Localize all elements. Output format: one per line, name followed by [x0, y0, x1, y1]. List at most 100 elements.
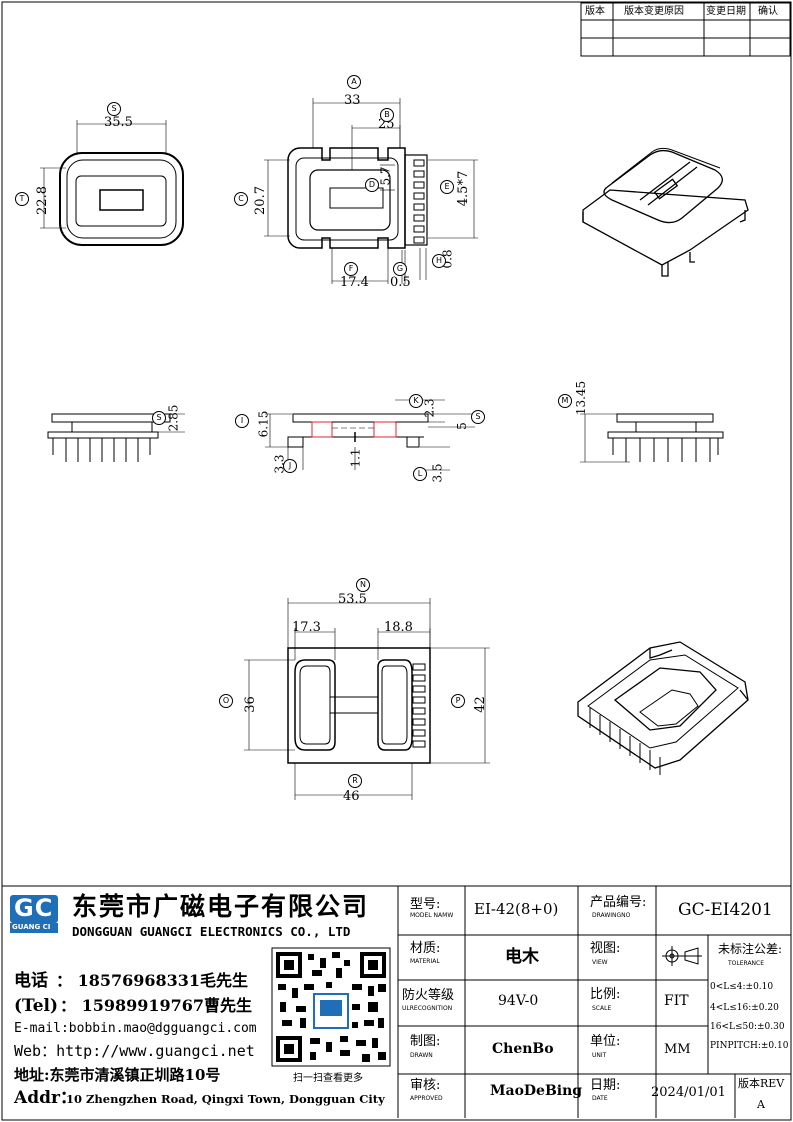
- callout-t: T: [15, 192, 29, 206]
- dim-side-s2: 5: [454, 422, 469, 430]
- dim-left-width: 17.3: [292, 620, 321, 635]
- date-label: 日期:: [590, 1078, 621, 1093]
- callout-d: D: [365, 178, 379, 192]
- callout-i: I: [235, 414, 249, 428]
- address-en: 10 Zhengzhen Road, Qingxi Town, Dongguan…: [66, 1092, 385, 1106]
- dim-side-i: 6.15: [256, 410, 271, 438]
- scale-label-en: SCALE: [592, 1005, 612, 1012]
- tolerance-title-en: TOLERANCE: [728, 960, 765, 967]
- flame-label: 防火等级: [402, 988, 455, 1003]
- drawn-label: 制图:: [410, 1034, 441, 1049]
- unit-label: 单位:: [590, 1034, 621, 1049]
- callout-s-mid: S: [471, 410, 485, 424]
- dim-d: 5.7: [378, 166, 393, 186]
- side-view-middle: [265, 399, 475, 471]
- address-en-label: Addr：: [14, 1088, 77, 1108]
- top-view-small: [40, 120, 184, 246]
- dim-f: 17.4: [340, 275, 369, 290]
- revision-table-grid: [580, 2, 791, 57]
- material-label-en: MATERIAL: [410, 958, 440, 965]
- dim-c: 20.7: [252, 186, 268, 215]
- dim-side-s1: 2.85: [166, 404, 181, 432]
- callout-g: G: [393, 262, 407, 276]
- dim-e: 4.5*7: [456, 170, 472, 207]
- dim-p: 42: [472, 696, 488, 713]
- scale-value: FIT: [664, 993, 689, 1009]
- drawingno-label-en: DRAWINGNO: [592, 912, 631, 919]
- iso-view-bottom: [577, 641, 749, 775]
- top-view-main: [264, 98, 478, 284]
- rev-value: A: [757, 1098, 765, 1111]
- dim-side-k: 2.3: [422, 398, 437, 418]
- title-block-grid: [2, 885, 791, 1118]
- callout-o: O: [219, 694, 233, 708]
- callout-m: M: [558, 394, 572, 408]
- callout-n: N: [356, 578, 370, 592]
- tolerance-3: 16<L≤50:±0.30: [710, 1022, 785, 1032]
- unit-value: MM: [664, 1042, 691, 1057]
- flame-label-en: ULRECOGNITION: [402, 1005, 453, 1012]
- callout-f: F: [344, 262, 358, 276]
- view-label: 视图:: [590, 941, 621, 956]
- dim-b: 25: [378, 117, 395, 132]
- rev-header-date: 变更日期: [706, 6, 746, 17]
- tolerance-2: 4<L≤16:±0.20: [710, 1003, 779, 1013]
- callout-e: E: [440, 180, 454, 194]
- date-label-en: DATE: [592, 1095, 608, 1102]
- bottom-view: [244, 598, 490, 800]
- drawingno-value: GC-EI4201: [678, 900, 773, 920]
- dim-side-m: 13.45: [574, 380, 589, 416]
- callout-c: C: [234, 192, 248, 206]
- approved-value: MaoDeBing: [490, 1083, 583, 1099]
- website-link[interactable]: Web：http://www.guangci.net: [14, 1042, 255, 1060]
- company-logo-letters: GC: [14, 894, 54, 922]
- dim-right-width: 18.8: [384, 620, 413, 635]
- dim-a: 33: [344, 93, 361, 108]
- date-value: 2024/01/01: [651, 1085, 726, 1100]
- model-label-en: MODEL NAMW: [410, 912, 454, 919]
- callout-a: A: [347, 75, 361, 89]
- tolerance-1: 0<L≤4:±0.10: [710, 982, 774, 992]
- callout-r: R: [348, 774, 362, 788]
- dim-side-l: 3.5: [430, 463, 445, 483]
- dim-t-height: 22.8: [34, 186, 50, 215]
- callout-b: B: [380, 108, 394, 122]
- projection-symbol: [662, 946, 702, 966]
- phone-label: 电话: [14, 971, 48, 991]
- material-label: 材质:: [410, 941, 441, 956]
- tolerance-4: PINPITCH:±0.10: [710, 1041, 789, 1051]
- dim-r: 46: [343, 789, 360, 804]
- dim-o: 36: [242, 696, 258, 713]
- rev-header-version: 版本: [585, 6, 605, 17]
- company-name-cn: 东莞市广磁电子有限公司: [72, 892, 370, 921]
- tel-label: (Tel): [14, 996, 59, 1016]
- company-logo-caption: GUANG CI: [12, 923, 51, 931]
- tel-value: ： 15989919767曹先生: [60, 996, 253, 1015]
- callout-j: J: [283, 459, 297, 473]
- side-view-right: [580, 413, 724, 463]
- callout-h: H: [432, 254, 446, 268]
- approved-label: 审核:: [410, 1078, 441, 1093]
- address-cn: 地址:东莞市清溪镇正圳路10号: [14, 1066, 221, 1084]
- rev-label: 版本REV: [738, 1077, 785, 1090]
- email-text[interactable]: E-mail:bobbin.mao@dgguangci.com: [14, 1021, 257, 1036]
- iso-view-top: [582, 147, 749, 277]
- dim-s-width: 35.5: [104, 115, 133, 130]
- callout-p: P: [451, 694, 465, 708]
- callout-s-side: S: [152, 411, 166, 425]
- rev-header-reason: 版本变更原因: [624, 6, 684, 17]
- qr-code-image: [271, 947, 391, 1067]
- flame-value: 94V-0: [498, 993, 539, 1009]
- drawn-value: ChenBo: [492, 1041, 554, 1057]
- callout-s-top: S: [107, 102, 121, 116]
- logo-graphic: [10, 895, 58, 933]
- model-value: EI-42(8+0): [474, 900, 559, 918]
- drawingno-label: 产品编号:: [590, 895, 647, 910]
- company-name-en: DONGGUAN GUANGCI ELECTRONICS CO., LTD: [72, 924, 351, 939]
- phone-value: ： 18576968331毛先生: [56, 971, 249, 990]
- unit-label-en: UNIT: [592, 1052, 607, 1059]
- drawn-label-en: DRAWN: [410, 1052, 433, 1059]
- dim-side-1-1: 1.1: [348, 448, 363, 468]
